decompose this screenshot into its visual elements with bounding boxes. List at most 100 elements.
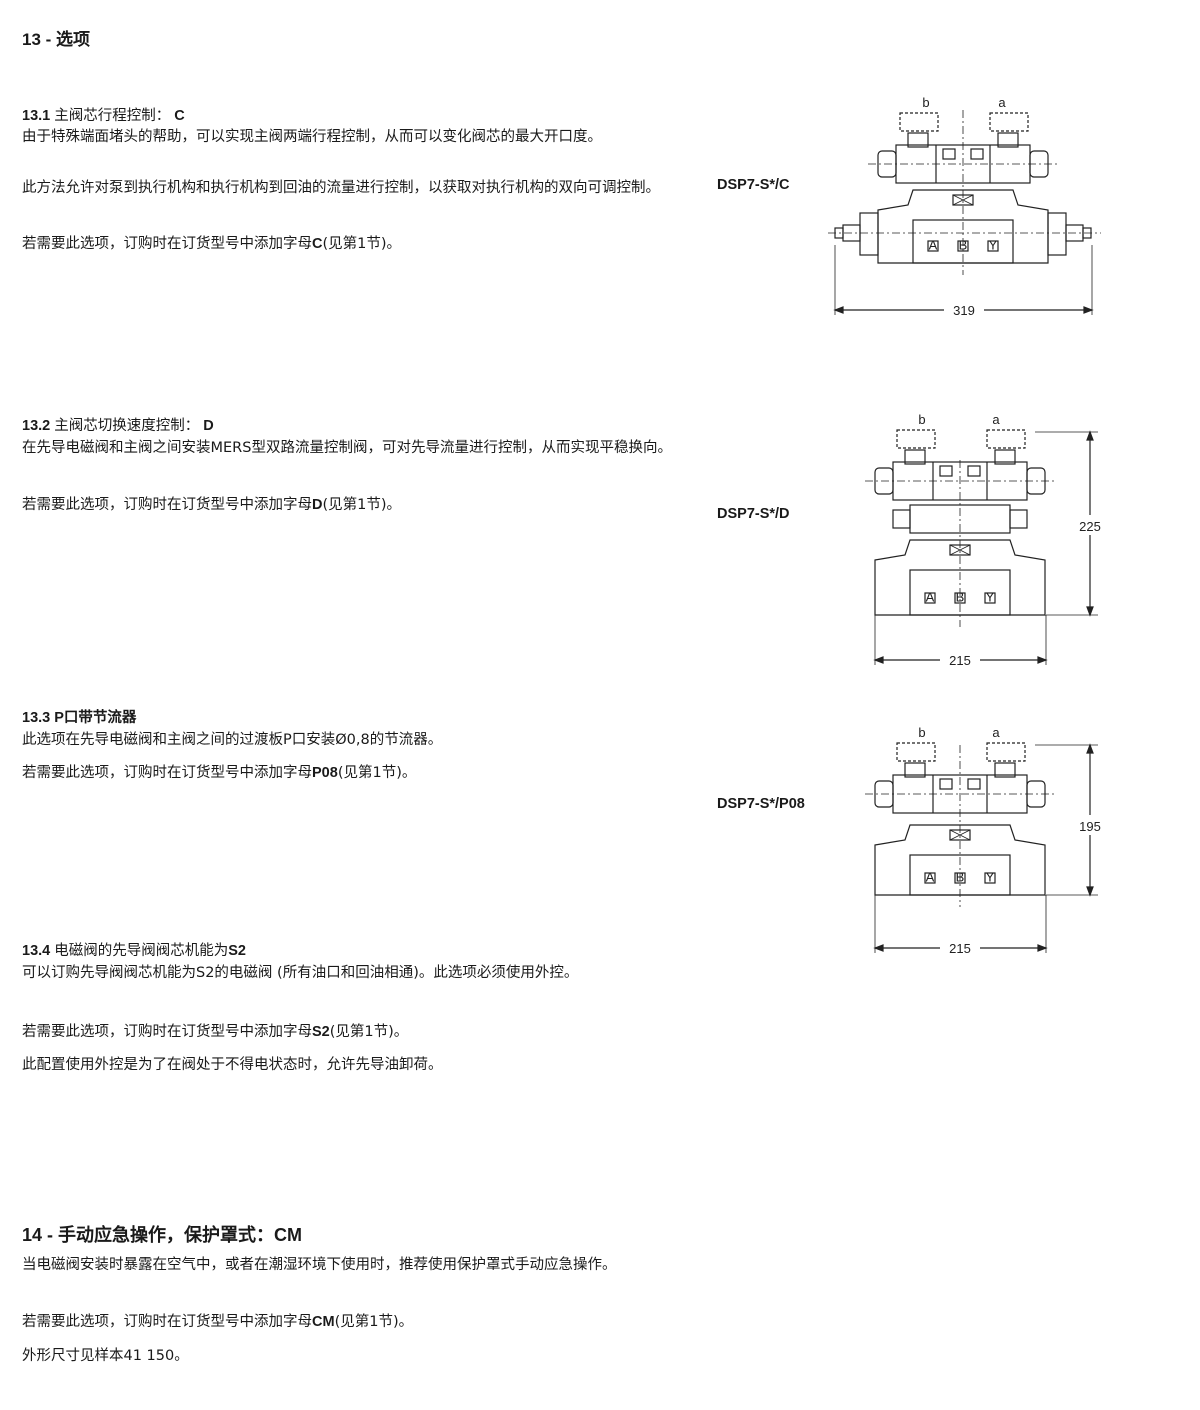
port-plate [912,219,1014,264]
solenoid-b-label: b [918,412,925,427]
paragraph: 此方法允许对泵到执行机构和执行机构到回油的流量进行控制，以获取对执行机构的双向可… [22,180,660,196]
heading-code: S2 [228,943,247,959]
order-suffix: (见第1节)。 [322,497,402,513]
mers-adjuster-right [1009,509,1028,529]
arrowhead [1086,430,1094,441]
terminal-box-a [994,762,1016,778]
paragraph: 外形尺寸见样本41 150。 [22,1348,189,1364]
dimension-width-label: 215 [949,941,971,956]
port-marker-a [927,240,939,252]
paragraph: 可以订购先导阀阀芯机能为S2的电磁阀 (所有油口和回油相通)。此选项必须使用外控… [22,965,579,981]
paragraph: 此配置使用外控是为了在阀处于不得电状态时，允许先导油卸荷。 [22,1057,443,1073]
heading-text: 主阀芯切换速度控制： [54,418,200,434]
model-label-p08: DSP7-S*/P08 [717,796,805,812]
paragraph: 在先导电磁阀和主阀之间安装MERS型双路流量控制阀，可对先导流量进行控制，从而实… [22,440,672,456]
heading-code: C [174,108,185,124]
arrowhead [1037,656,1048,664]
model-label-d: DSP7-S*/D [717,506,790,522]
dimension-height-label: 225 [1079,519,1101,534]
port-label-b: B [956,590,965,605]
order-prefix: 若需要此选项，订购时在订货型号中添加字母 [22,1024,312,1040]
order-code: P08 [312,765,338,781]
port-marker-y [984,592,996,604]
arrowhead [873,656,884,664]
port-marker-y [984,872,996,884]
order-note: 若需要此选项，订购时在订货型号中添加字母P08(见第1节)。 [22,762,694,784]
section-13-3-heading: 13.3 P口带节流器 [22,706,136,727]
pilot-port [939,465,953,477]
port-label-a: A [926,590,935,605]
pilot-port [970,148,984,160]
heading-number: 13.1 [22,108,51,124]
connector-a [989,112,1029,132]
terminal-box-b [907,132,929,148]
connector-a [986,742,1026,762]
arrowhead [1086,606,1094,617]
arrowhead [1037,944,1048,952]
arrowhead [1083,306,1094,314]
order-suffix: (见第1节)。 [329,1024,409,1040]
end-cap-right [1047,212,1067,256]
mers-adjuster-left [892,509,911,529]
heading-text: 主阀芯行程控制： [54,108,171,124]
order-prefix: 若需要此选项，订购时在订货型号中添加字母 [22,765,312,781]
heading-number: 13.3 [22,710,51,726]
paragraph: 此选项在先导电磁阀和主阀之间的过渡板P口安装Ø0,8的节流器。 [22,732,443,748]
arrowhead [1086,886,1094,897]
connector-b [896,429,936,449]
order-prefix: 若需要此选项，订购时在订货型号中添加字母 [22,236,312,252]
solenoid-b-label: b [922,95,929,110]
port-label-y: Y [986,590,995,605]
terminal-box-b [904,449,926,465]
dimension-height-label: 195 [1079,819,1101,834]
arrowhead [833,306,844,314]
paragraph: 由于特殊端面堵头的帮助，可以实现主阀两端行程控制，从而可以变化阀芯的最大开口度。 [22,129,602,145]
order-note: 若需要此选项，订购时在订货型号中添加字母S2(见第1节)。 [22,1021,694,1043]
end-cap-left [859,212,879,256]
valve-drawing-d: b a 225 215 A B Y [865,412,1101,668]
port-label-a: A [929,238,938,253]
port-marker-y [987,240,999,252]
port-label-y: Y [989,238,998,253]
heading-number: 13.2 [22,418,51,434]
section-14-title: 14 - 手动应急操作，保护罩式：CM [22,1225,303,1245]
order-prefix: 若需要此选项，订购时在订货型号中添加字母 [22,497,312,513]
dimension-width-label: 215 [949,653,971,668]
section-13-4-heading: 13.4 电磁阀的先导阀阀芯机能为S2 [22,939,246,960]
section-13-2-heading: 13.2 主阀芯切换速度控制： D [22,414,214,435]
port-marker-a [924,872,936,884]
solenoid-a-label: a [992,412,1000,427]
order-suffix: (见第1节)。 [337,765,417,781]
terminal-box-b [904,762,926,778]
terminal-box-a [997,132,1019,148]
nameplate-cross [949,544,971,556]
order-code: CM [312,1314,335,1330]
solenoid-a-label: a [992,725,1000,740]
arrowhead [1086,743,1094,754]
nameplate-cross [949,829,971,841]
port-label-y: Y [986,870,995,885]
port-marker-a [924,592,936,604]
connector-b [896,742,936,762]
port-label-a: A [926,870,935,885]
heading-code: D [203,418,214,434]
model-label-c: DSP7-S*/C [717,177,790,193]
order-note: 若需要此选项，订购时在订货型号中添加字母C(见第1节)。 [22,233,694,255]
order-note: 若需要此选项，订购时在订货型号中添加字母D(见第1节)。 [22,494,694,516]
pilot-port [967,778,981,790]
heading-text: P口带节流器 [54,710,137,726]
pilot-port [942,148,956,160]
solenoid-a-label: a [998,95,1006,110]
section-13-1-heading: 13.1 主阀芯行程控制： C [22,104,185,125]
order-prefix: 若需要此选项，订购时在订货型号中添加字母 [22,1314,312,1330]
terminal-box-a [994,449,1016,465]
order-code: D [312,497,323,513]
pilot-port [939,778,953,790]
arrowhead [873,944,884,952]
section-13-title: 13 - 选项 [22,30,91,49]
order-note: 若需要此选项，订购时在订货型号中添加字母CM(见第1节)。 [22,1311,694,1333]
solenoid-b-label: b [918,725,925,740]
